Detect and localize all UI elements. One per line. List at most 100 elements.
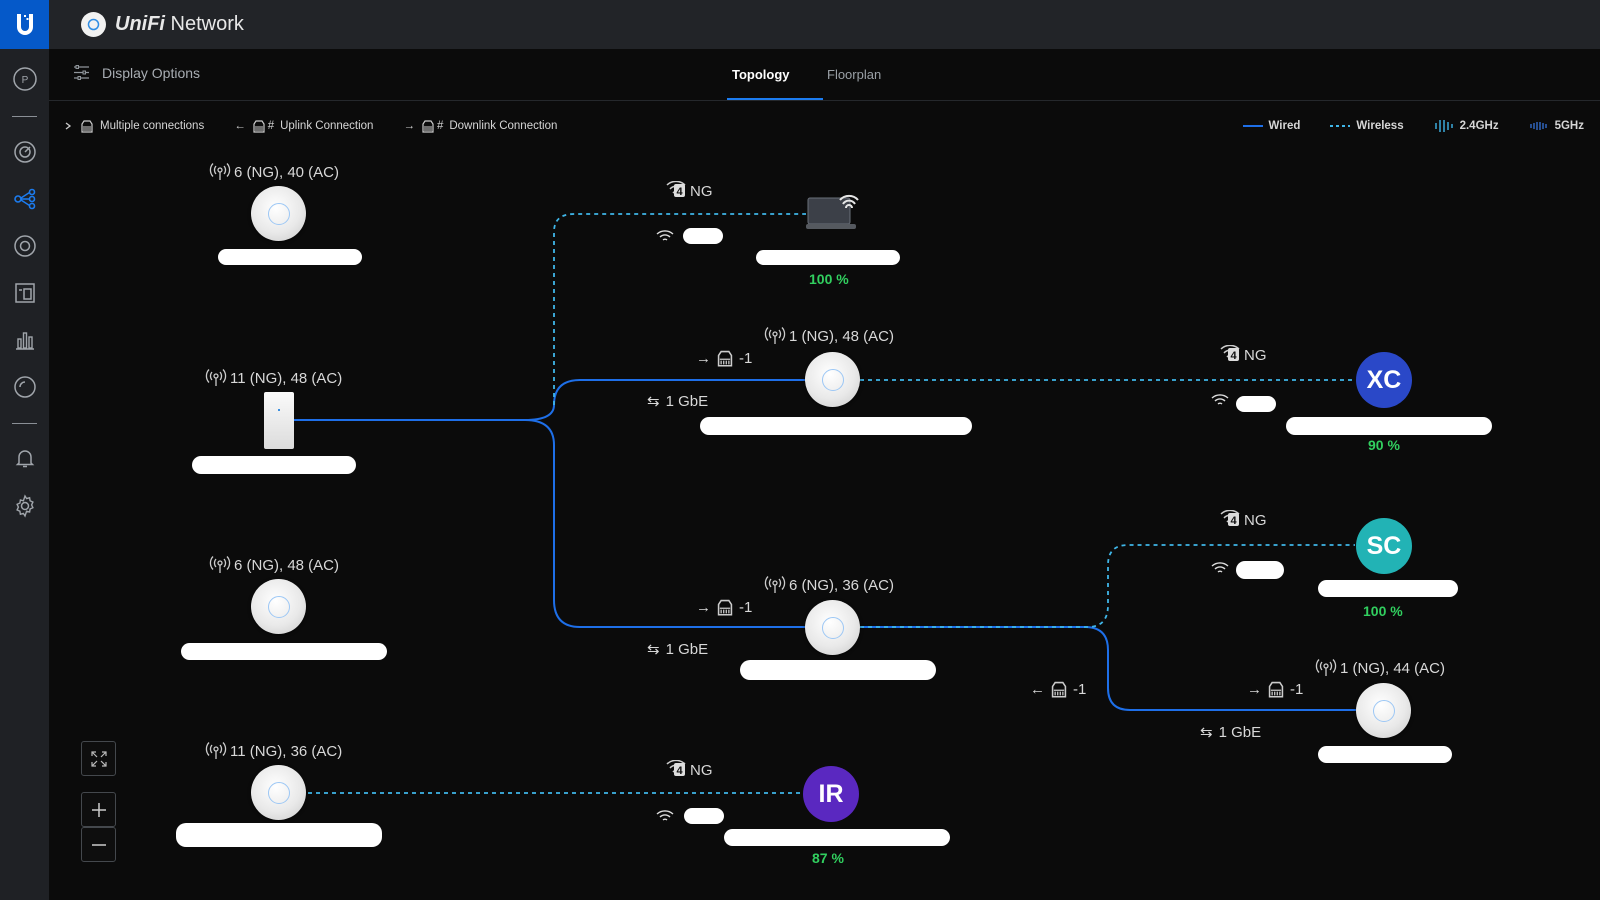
antenna-icon — [205, 369, 227, 386]
antenna-icon — [209, 163, 231, 180]
wired-link-switch — [293, 379, 806, 421]
ap-mid-bot-channels: 6 (NG), 36 (AC) — [764, 575, 894, 595]
access-point-4[interactable] — [251, 765, 306, 820]
port-icon — [1051, 681, 1067, 698]
wifi-signal-icon — [655, 809, 675, 828]
sidebar-divider — [12, 116, 37, 117]
access-point-1[interactable] — [251, 186, 306, 241]
ap-right-channels: 1 (NG), 44 (AC) — [1315, 658, 1445, 678]
redacted-device-name — [740, 660, 936, 680]
redacted-client-name — [1318, 580, 1458, 597]
svg-text:4: 4 — [676, 765, 683, 777]
connection-legend: Multiple connections ← # Uplink Connecti… — [64, 119, 557, 133]
ap1-channels: 6 (NG), 40 (AC) — [209, 162, 339, 182]
chevron-right-icon — [64, 121, 74, 131]
client-avatar-xc[interactable]: XC — [1356, 352, 1412, 408]
wifi4-icon: 4 — [666, 181, 686, 198]
sc-signal: 100 % — [1363, 603, 1403, 619]
display-options-button[interactable]: Display Options — [73, 64, 200, 81]
port-icon — [421, 119, 435, 133]
svg-text:4: 4 — [1230, 350, 1237, 362]
xc-signal: 90 % — [1368, 437, 1400, 453]
legend-multiple: Multiple connections — [64, 119, 204, 133]
plus-icon — [91, 802, 106, 817]
gear-icon[interactable] — [12, 493, 38, 519]
statistics-icon[interactable] — [12, 327, 38, 353]
sidebar-divider — [12, 423, 37, 424]
unifi-logo-icon — [81, 12, 106, 37]
swap-arrows-icon: ⇆ — [1200, 724, 1213, 741]
topology-icon[interactable] — [12, 186, 38, 212]
redacted-device-name — [192, 456, 356, 474]
port-icon — [252, 119, 266, 133]
sidebar: P — [0, 0, 49, 900]
app-title: UniFi Network — [115, 13, 244, 35]
ap-right-port: → -1 — [1247, 680, 1304, 698]
minus-icon — [91, 843, 106, 846]
redacted-device-name — [700, 417, 972, 435]
legend-uplink: ← # Uplink Connection — [234, 119, 374, 133]
band-24ghz-icon — [1434, 119, 1454, 133]
toolbar: Display Options Topology Floorplan — [49, 49, 1600, 101]
ubiquiti-logo[interactable] — [0, 0, 49, 49]
devices-icon[interactable] — [12, 233, 38, 259]
laptop-signal: 100 % — [809, 271, 849, 287]
xc-band: 4 NG — [1219, 345, 1267, 365]
clients-icon[interactable] — [12, 280, 38, 306]
ap-mid-bot-port: → -1 — [696, 598, 753, 616]
ir-band: 4 NG — [665, 760, 713, 780]
fit-to-screen-button[interactable] — [81, 741, 116, 776]
laptop-band: 4 NG — [665, 181, 713, 201]
site-avatar-icon[interactable]: P — [12, 66, 38, 92]
arrow-left-icon: ← — [1030, 680, 1045, 698]
redacted-device-name — [181, 643, 387, 660]
legend-wired: Wired — [1242, 120, 1300, 132]
swap-arrows-icon: ⇆ — [647, 641, 660, 658]
tab-floorplan[interactable]: Floorplan — [827, 67, 882, 82]
redacted-ip — [1236, 396, 1276, 412]
access-point-3[interactable] — [251, 579, 306, 634]
access-point-right[interactable] — [1356, 683, 1411, 738]
ap-mid-top-channels: 1 (NG), 48 (AC) — [764, 326, 894, 346]
client-avatar-sc[interactable]: SC — [1356, 518, 1412, 574]
arrow-left-icon: ← — [234, 120, 246, 132]
legend-24ghz: 2.4GHz — [1434, 119, 1499, 133]
redacted-client-name — [724, 829, 950, 846]
arrow-right-icon: → — [696, 349, 711, 367]
zoom-out-button[interactable] — [81, 827, 116, 862]
dashboard-icon[interactable] — [12, 139, 38, 165]
swap-arrows-icon: ⇆ — [647, 393, 660, 410]
band-5ghz-icon — [1529, 119, 1549, 133]
redacted-device-name — [1318, 746, 1452, 763]
redacted-ip — [683, 228, 723, 244]
redacted-device-name — [176, 823, 382, 847]
arrow-right-icon: → — [696, 598, 711, 616]
port-icon — [80, 119, 94, 133]
wireless-link-sc — [860, 544, 1355, 628]
gateway-device[interactable] — [264, 392, 294, 449]
laptop-client[interactable] — [806, 188, 860, 237]
ap4-channels: 11 (NG), 36 (AC) — [205, 741, 342, 761]
wifi-signal-icon — [1210, 393, 1230, 412]
tab-topology[interactable]: Topology — [732, 67, 790, 82]
wifi4-icon: 4 — [1220, 345, 1240, 362]
legend-wireless: Wireless — [1330, 120, 1404, 132]
port-icon — [1268, 681, 1284, 698]
svg-text:4: 4 — [676, 186, 683, 198]
svg-text:P: P — [22, 75, 29, 86]
antenna-icon — [205, 742, 227, 759]
access-point-mid-bottom[interactable] — [805, 600, 860, 655]
redacted-ip — [684, 808, 724, 824]
client-avatar-ir[interactable]: IR — [803, 766, 859, 822]
antenna-icon — [209, 556, 231, 573]
sc-band: 4 NG — [1219, 510, 1267, 530]
insights-icon[interactable] — [12, 374, 38, 400]
svg-text:4: 4 — [1230, 515, 1237, 527]
expand-icon — [90, 750, 107, 767]
ap-right-speed: ⇆ 1 GbE — [1200, 723, 1262, 742]
access-point-mid-top[interactable] — [805, 352, 860, 407]
zoom-in-button[interactable] — [81, 792, 116, 827]
wifi-signal-icon — [655, 229, 675, 248]
bell-icon[interactable] — [12, 445, 38, 471]
